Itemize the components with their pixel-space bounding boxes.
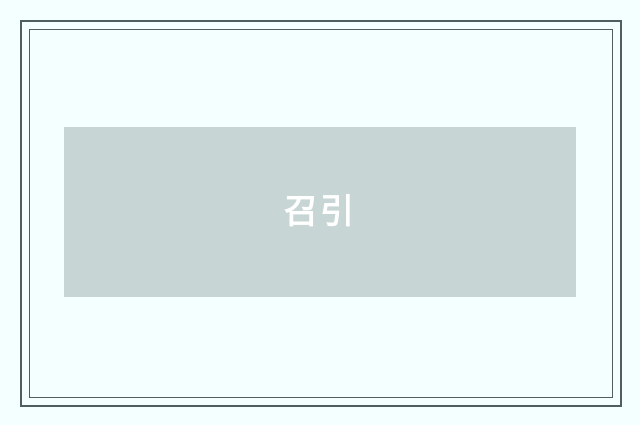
banner-title: 召引: [284, 192, 356, 232]
title-banner: 召引: [64, 127, 576, 297]
outer-frame: [20, 20, 622, 407]
inner-frame: [29, 29, 613, 398]
